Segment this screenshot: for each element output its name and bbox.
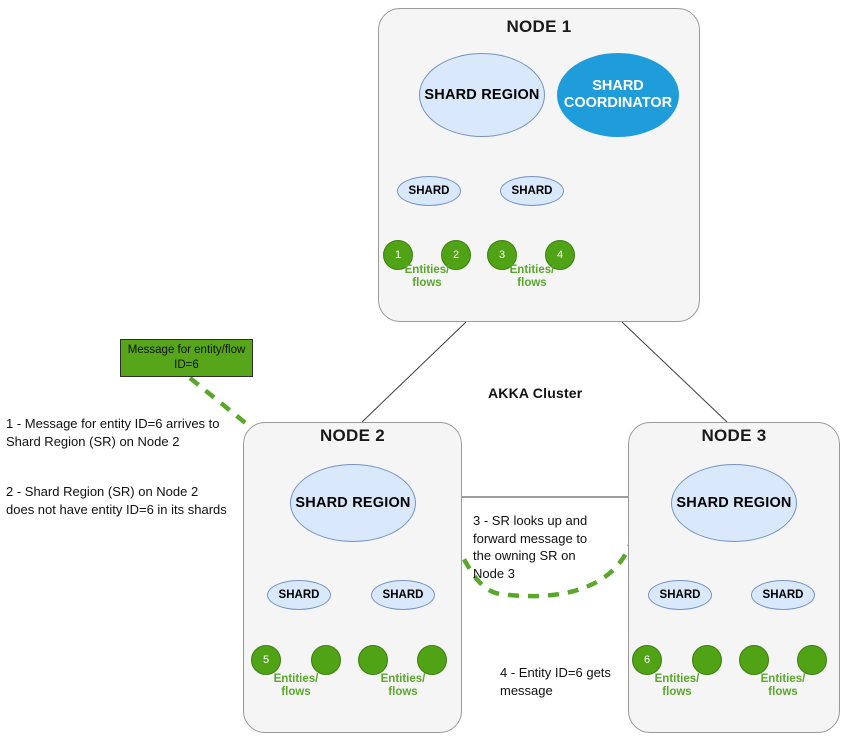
caption-line-1: Entities/ bbox=[654, 673, 700, 685]
node-2-entities-caption-right: Entities/ flows bbox=[368, 673, 438, 699]
node-3-title: NODE 3 bbox=[701, 426, 767, 445]
node-1-shard-left-label: SHARD bbox=[408, 185, 450, 197]
node-3-shard-region[interactable]: SHARD REGION bbox=[671, 464, 797, 542]
caption-line-1: Entities/ bbox=[273, 673, 319, 685]
message-line-1: Message for entity/flow bbox=[127, 344, 246, 357]
node-2-shard-region-label: SHARD REGION bbox=[295, 495, 411, 511]
node-2-shard-region[interactable]: SHARD REGION bbox=[290, 464, 416, 542]
node-1-shard-region[interactable]: SHARD REGION bbox=[419, 53, 545, 137]
node-3-shard-region-label: SHARD REGION bbox=[676, 495, 792, 511]
step-1-line-1: 1 - Message for entity ID=6 arrives to bbox=[6, 416, 220, 431]
coordinator-line-2: COORDINATOR bbox=[563, 95, 673, 111]
step-2-annotation: 2 - Shard Region (SR) on Node 2 does not… bbox=[6, 483, 246, 518]
node-3-entities-caption-left: Entities/ flows bbox=[642, 673, 712, 699]
node-3-shard-left-label: SHARD bbox=[659, 589, 701, 601]
caption-line-1: Entities/ bbox=[404, 264, 450, 276]
node-2-entities-caption-left: Entities/ flows bbox=[261, 673, 331, 699]
step-1-line-2: Shard Region (SR) on Node 2 bbox=[6, 433, 180, 449]
step-2-line-2: does not have entity ID=6 in its shards bbox=[6, 501, 227, 517]
node-2-entity-5[interactable]: 5 bbox=[251, 645, 281, 675]
node-3-entities-caption-right: Entities/ flows bbox=[748, 673, 818, 699]
node-1-shard-region-label: SHARD REGION bbox=[424, 87, 540, 103]
node-3-shard-right-label: SHARD bbox=[762, 589, 804, 601]
node-1-entity-4[interactable]: 4 bbox=[545, 240, 575, 270]
node-1-title: NODE 1 bbox=[506, 17, 572, 36]
caption-line-2: flows bbox=[768, 686, 798, 699]
caption-line-1: Entities/ bbox=[380, 673, 426, 685]
message-line-2: ID=6 bbox=[174, 359, 199, 371]
node-3-entity-d[interactable] bbox=[797, 645, 827, 675]
node-2-shard-right-label: SHARD bbox=[382, 589, 424, 601]
message-box-text: Message for entity/flow ID=6 bbox=[128, 343, 246, 373]
node-1-entity-3[interactable]: 3 bbox=[487, 240, 517, 270]
caption-line-1: Entities/ bbox=[760, 673, 806, 685]
caption-line-2: flows bbox=[662, 686, 692, 699]
node-2-title: NODE 2 bbox=[319, 426, 386, 445]
node-2-entity-b[interactable] bbox=[311, 645, 341, 675]
node-3-shard-right[interactable]: SHARD bbox=[751, 580, 815, 610]
node-3-entity-6[interactable]: 6 bbox=[632, 645, 662, 675]
node-2-entity-d[interactable] bbox=[417, 645, 447, 675]
caption-line-1: Entities/ bbox=[509, 264, 555, 276]
cluster-link-node1-node3 bbox=[621, 321, 728, 423]
step-4-annotation: 4 - Entity ID=6 gets message bbox=[500, 664, 660, 699]
node-2-shard-left[interactable]: SHARD bbox=[267, 580, 331, 610]
caption-line-2: flows bbox=[517, 277, 547, 290]
node-1-shard-right-label: SHARD bbox=[511, 185, 553, 197]
node-1-entities-caption-right: Entities/ flows bbox=[497, 264, 567, 290]
step-3-line-2: forward message to bbox=[473, 530, 588, 546]
caption-line-2: flows bbox=[388, 686, 418, 699]
node-1-shard-coordinator-label: SHARD COORDINATOR bbox=[564, 78, 672, 111]
node-1-shard-coordinator[interactable]: SHARD COORDINATOR bbox=[557, 53, 679, 137]
cluster-link-node1-node2 bbox=[361, 321, 467, 423]
step-4-line-1: 4 - Entity ID=6 gets bbox=[500, 665, 611, 680]
coordinator-line-1: SHARD bbox=[592, 78, 644, 95]
step-3-annotation: 3 - SR looks up and forward message to t… bbox=[473, 512, 633, 582]
step-3-line-4: Node 3 bbox=[473, 565, 515, 581]
node-1-entities-caption-left: Entities/ flows bbox=[392, 264, 462, 290]
caption-line-2: flows bbox=[281, 686, 311, 699]
node-1-shard-left[interactable]: SHARD bbox=[397, 176, 461, 206]
message-box[interactable]: Message for entity/flow ID=6 bbox=[120, 339, 253, 377]
step-3-line-1: 3 - SR looks up and bbox=[473, 513, 588, 528]
step-3-line-3: the owning SR on bbox=[473, 548, 576, 564]
node-2-entity-c[interactable] bbox=[358, 645, 388, 675]
node-2-shard-right[interactable]: SHARD bbox=[371, 580, 435, 610]
caption-line-2: flows bbox=[412, 277, 442, 290]
node-1-entity-1[interactable]: 1 bbox=[383, 240, 413, 270]
node-1-shard-right[interactable]: SHARD bbox=[500, 176, 564, 206]
step-2-line-1: 2 - Shard Region (SR) on Node 2 bbox=[6, 484, 199, 499]
akka-cluster-label: AKKA Cluster bbox=[488, 385, 583, 401]
node-3-shard-left[interactable]: SHARD bbox=[648, 580, 712, 610]
node-3-entity-c[interactable] bbox=[739, 645, 769, 675]
node-3-entity-b[interactable] bbox=[692, 645, 722, 675]
node-2-shard-left-label: SHARD bbox=[278, 589, 320, 601]
step-1-annotation: 1 - Message for entity ID=6 arrives to S… bbox=[6, 415, 246, 450]
node-1-entity-2[interactable]: 2 bbox=[441, 240, 471, 270]
step-4-line-2: message bbox=[500, 682, 553, 698]
